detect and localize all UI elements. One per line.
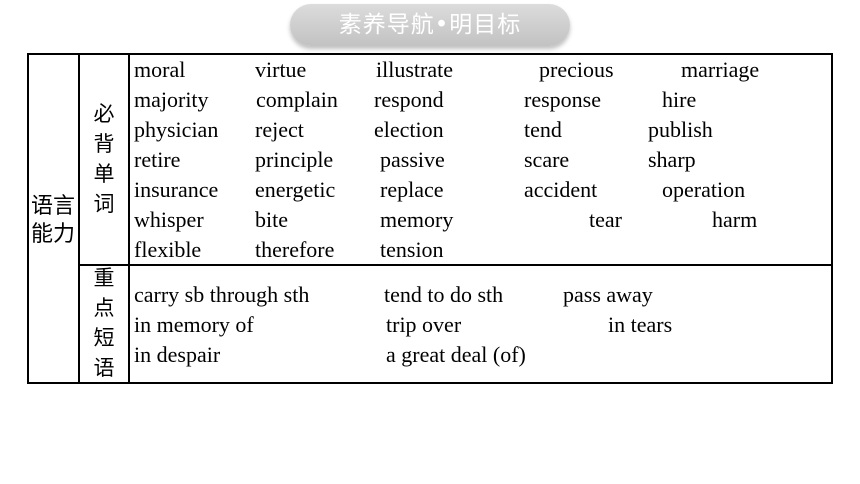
vocab-word: accident bbox=[524, 177, 598, 202]
vocab-word: whisper bbox=[134, 207, 204, 232]
vocab-word: response bbox=[524, 87, 601, 112]
phrase-item: in tears bbox=[608, 312, 673, 337]
vocab-word: tend bbox=[524, 117, 562, 142]
vocab-word: operation bbox=[662, 177, 746, 202]
phrases-label-char: 点 bbox=[93, 296, 115, 320]
vocab-word: sharp bbox=[648, 147, 696, 172]
table-divider-v1 bbox=[78, 53, 80, 384]
phrases-label-char: 语 bbox=[93, 356, 115, 380]
vocab-word: virtue bbox=[255, 57, 307, 82]
vocab-word: bite bbox=[255, 207, 288, 232]
vocab-table bbox=[27, 53, 833, 384]
phrase-item: carry sb through sth bbox=[134, 282, 310, 307]
category-label: 语言 能力 bbox=[27, 193, 79, 249]
vocab-word: insurance bbox=[134, 177, 219, 202]
phrase-item: tend to do sth bbox=[384, 282, 504, 307]
vocab-word: memory bbox=[380, 207, 454, 232]
vocab-label-char: 背 bbox=[93, 132, 115, 156]
vocab-label-char: 单 bbox=[93, 162, 115, 186]
table-divider-h1 bbox=[78, 264, 833, 266]
section-banner: 素养导航•明目标 bbox=[290, 4, 570, 46]
vocab-word: complain bbox=[256, 87, 338, 112]
vocab-word: harm bbox=[712, 207, 758, 232]
vocab-word: retire bbox=[134, 147, 181, 172]
vocab-word: illustrate bbox=[376, 57, 453, 82]
phrase-item: in despair bbox=[134, 342, 221, 367]
vocab-word: hire bbox=[662, 87, 697, 112]
vocab-word: tear bbox=[589, 207, 622, 232]
phrases-label-char: 短 bbox=[93, 326, 115, 350]
phrase-item: a great deal (of) bbox=[386, 342, 526, 367]
phrase-item: in memory of bbox=[134, 312, 254, 337]
phrases-section-label: 重 点 短 语 bbox=[79, 263, 129, 383]
phrases-label-char: 重 bbox=[93, 266, 115, 290]
category-label-line: 能力 bbox=[30, 222, 75, 247]
vocab-word: publish bbox=[648, 117, 713, 142]
vocab-word: replace bbox=[380, 177, 444, 202]
vocab-word: flexible bbox=[134, 237, 202, 262]
vocab-word: passive bbox=[380, 147, 445, 172]
vocab-label-char: 词 bbox=[93, 192, 115, 216]
vocab-section-label: 必 背 单 词 bbox=[79, 99, 129, 219]
vocab-word: majority bbox=[134, 87, 209, 112]
vocab-word: marriage bbox=[681, 57, 760, 82]
vocab-label-char: 必 bbox=[93, 102, 115, 126]
vocab-word: precious bbox=[539, 57, 614, 82]
phrase-item: trip over bbox=[386, 312, 462, 337]
vocab-word: election bbox=[374, 117, 444, 142]
vocab-word: principle bbox=[255, 147, 334, 172]
vocab-word: energetic bbox=[255, 177, 336, 202]
vocab-word: tension bbox=[380, 237, 444, 262]
vocab-word: reject bbox=[255, 117, 304, 142]
vocab-word: moral bbox=[134, 57, 186, 82]
phrase-item: pass away bbox=[563, 282, 653, 307]
table-divider-v2 bbox=[128, 53, 130, 384]
category-label-line: 语言 bbox=[30, 194, 75, 219]
vocab-word: respond bbox=[374, 87, 444, 112]
vocab-word: scare bbox=[524, 147, 570, 172]
vocab-word: therefore bbox=[255, 237, 335, 262]
vocab-word: physician bbox=[134, 117, 219, 142]
